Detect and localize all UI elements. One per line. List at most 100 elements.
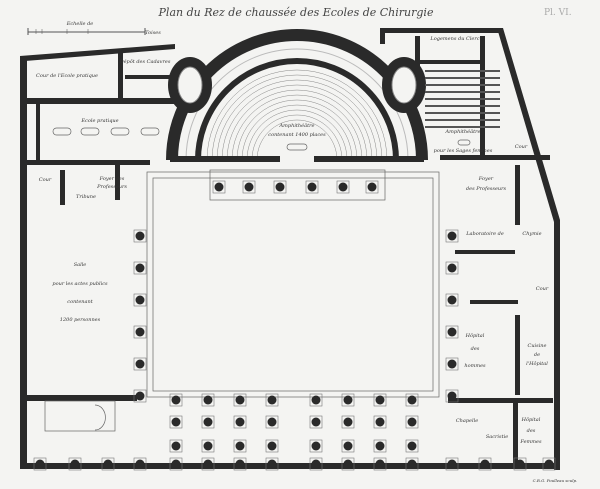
- column: [201, 415, 215, 429]
- column: [445, 261, 459, 275]
- label-amphi-sf-1: Amphithéâtre: [445, 128, 481, 135]
- column: [405, 415, 419, 429]
- label-cour-right: Cour: [515, 144, 528, 150]
- sages-femmes-bench: [425, 119, 500, 121]
- main-amphitheatre: [166, 29, 428, 162]
- label-salle-2: pour les actes publics: [52, 281, 108, 287]
- column: [445, 357, 459, 371]
- column: [101, 457, 115, 471]
- column: [133, 229, 147, 243]
- label-hopital-f-3: Femmes: [519, 439, 542, 445]
- room-labels: Cour de l'Ecole pratique Dépôt des Cadav…: [36, 36, 549, 445]
- label-hopital-h-3: hommes: [464, 363, 486, 369]
- outer-walls: [20, 28, 560, 470]
- column: [373, 415, 387, 429]
- amphi-tier: [206, 69, 388, 161]
- column: [405, 439, 419, 453]
- column: [169, 415, 183, 429]
- label-salle-3: contenant: [67, 299, 93, 305]
- label-foyer-left-1: Foyer des: [99, 176, 125, 182]
- label-hopital-f-1: Hôpital: [521, 416, 541, 423]
- sages-femmes-bench: [425, 112, 500, 114]
- label-tribune: Tribune: [76, 194, 96, 200]
- column: [265, 439, 279, 453]
- column: [265, 393, 279, 407]
- column: [542, 457, 556, 471]
- column: [365, 180, 379, 194]
- column: [305, 180, 319, 194]
- column: [309, 457, 323, 471]
- column: [233, 393, 247, 407]
- label-cour-ecole: Cour de l'Ecole pratique: [36, 73, 98, 79]
- column: [513, 457, 527, 471]
- amphi-tier: [251, 114, 343, 161]
- column: [445, 389, 459, 403]
- column: [445, 229, 459, 243]
- amphi-tier: [211, 74, 383, 161]
- label-labo-1: Laboratoire de: [465, 231, 504, 237]
- label-foyer-right-2: des Professeurs: [466, 186, 507, 192]
- dissection-tables: [52, 127, 160, 136]
- sages-femmes-bench: [425, 105, 500, 107]
- column: [336, 180, 350, 194]
- label-salle-4: 1200 personnes: [60, 317, 101, 323]
- label-amphi-main-2: contenant 1400 places: [268, 132, 326, 138]
- column: [309, 439, 323, 453]
- column: [445, 457, 459, 471]
- column: [233, 439, 247, 453]
- amphi-tier: [241, 104, 353, 161]
- label-hopital-f-2: des: [527, 428, 536, 434]
- column: [373, 439, 387, 453]
- label-amphi-main-1: Amphithéâtre: [279, 122, 315, 129]
- column: [233, 415, 247, 429]
- column: [265, 457, 279, 471]
- sages-femmes-bench: [425, 70, 500, 72]
- column: [445, 325, 459, 339]
- column: [341, 439, 355, 453]
- courtyard: [146, 169, 440, 398]
- label-foyer-right-1: Foyer: [478, 176, 494, 182]
- label-cour-mid-right: Cour: [536, 286, 549, 292]
- label-cuisine-1: Cuisine: [528, 343, 547, 349]
- column: [341, 415, 355, 429]
- sages-femmes-bench: [425, 91, 500, 93]
- label-hopital-h-2: des: [471, 346, 480, 352]
- column: [478, 457, 492, 471]
- column: [133, 457, 147, 471]
- column: [309, 415, 323, 429]
- sages-femmes-bench: [425, 98, 500, 100]
- column: [169, 457, 183, 471]
- label-salle-1: Salle: [74, 262, 87, 268]
- label-sacristie: Sacristie: [486, 434, 508, 440]
- label-chapelle: Chapelle: [456, 418, 478, 424]
- column: [133, 293, 147, 307]
- sages-femmes-amphitheatre: [425, 70, 500, 146]
- engraver-signature: C.R.G. Poulleau sculp.: [533, 478, 578, 483]
- column: [133, 389, 147, 403]
- column: [169, 393, 183, 407]
- label-foyer-left-2: Professeurs: [96, 184, 127, 190]
- scale-label: Echelle de: [66, 21, 94, 27]
- column: [33, 457, 47, 471]
- column: [201, 393, 215, 407]
- label-logements: Logemens du Clerc: [429, 36, 479, 42]
- column: [405, 457, 419, 471]
- column: [169, 439, 183, 453]
- scale-unit: Toises: [145, 30, 161, 36]
- amphi-tier: [216, 79, 378, 161]
- column: [373, 393, 387, 407]
- plan-title: Plan du Rez de chaussée des Ecoles de Ch…: [158, 6, 434, 19]
- left-stair: [44, 400, 116, 432]
- column: [445, 293, 459, 307]
- label-ecole-pratique: Ecole pratique: [80, 118, 118, 124]
- scale-bar: Echelle de Toises: [27, 21, 161, 36]
- column: [265, 415, 279, 429]
- amphi-tier: [246, 109, 348, 161]
- plate-number: Pl. VI.: [544, 8, 572, 18]
- column: [201, 439, 215, 453]
- sages-femmes-bench: [425, 77, 500, 79]
- label-depot: Dépôt des Cadavres: [119, 58, 171, 65]
- label-cour-left: Cour: [39, 177, 52, 183]
